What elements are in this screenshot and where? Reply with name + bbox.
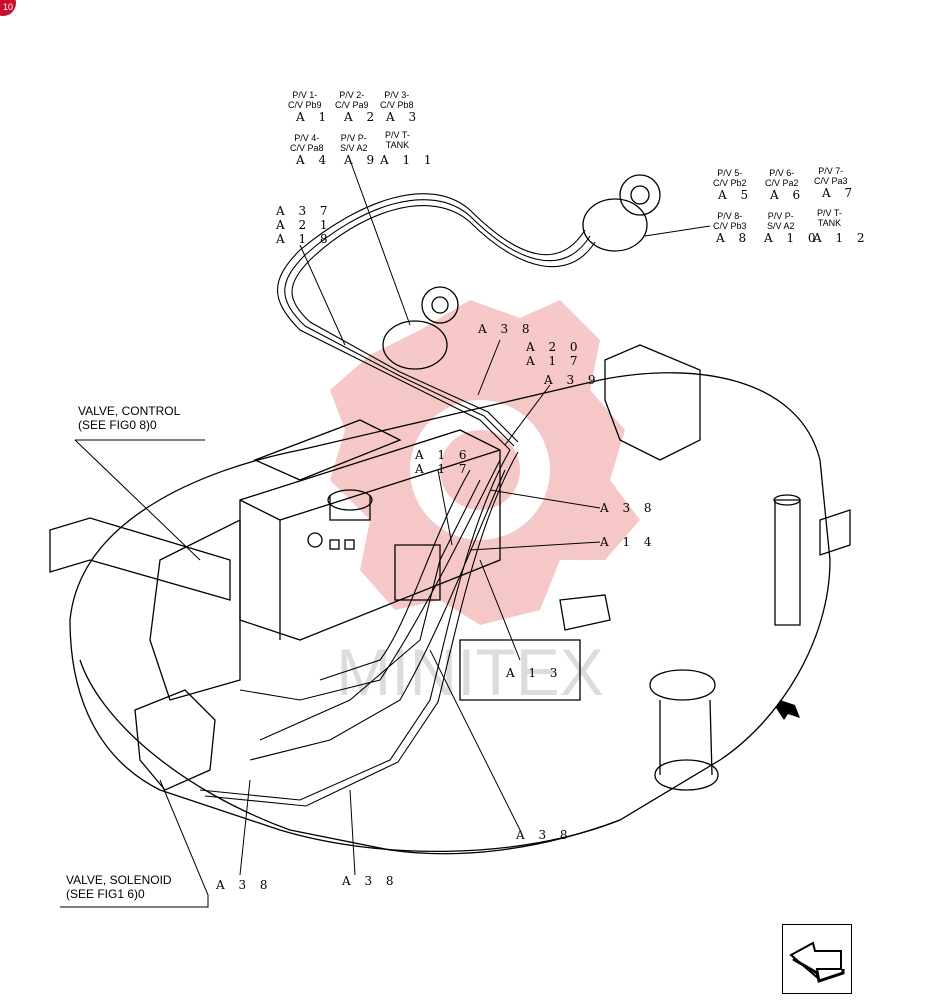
- pv-label-2: P/V 2-C/V Pa9: [335, 90, 369, 110]
- code-a7: A 7: [822, 186, 858, 200]
- control-valve-block: [149, 518, 241, 701]
- swing-pivot-lower: [654, 759, 719, 791]
- code-a21: A 2 1: [276, 218, 333, 232]
- control-valve-reference: VALVE, CONTROL (SEE FIG0 8)0: [78, 404, 181, 432]
- code-a11: A 1 1: [380, 153, 437, 167]
- pv-label-6: P/V 6-C/V Pa2: [765, 168, 799, 188]
- code-a38-center: A 3 8: [342, 874, 399, 888]
- pv-label-t1: P/V T-TANK: [385, 130, 410, 150]
- code-a9: A 9: [344, 153, 380, 167]
- solenoid-valve: [134, 689, 216, 791]
- solenoid-valve-reference: VALVE, SOLENOID (SEE FIG1 6)0: [66, 873, 172, 901]
- right-post: [774, 499, 801, 626]
- page-badge: 10: [0, 0, 16, 16]
- code-a12: A 1 2: [813, 231, 870, 245]
- code-a38-mid: A 3 8: [600, 501, 657, 515]
- hose-bundle-upper: [277, 193, 586, 451]
- code-a4: A 4: [296, 153, 332, 167]
- code-a3: A 3: [386, 110, 422, 124]
- pv-label-t2: P/V T-TANK: [817, 208, 842, 228]
- pv-label-3: P/V 3-C/V Pb8: [380, 90, 414, 110]
- pv-label-p2: P/V P-S/V A2: [767, 211, 795, 231]
- code-a17-top: A 1 7: [526, 354, 583, 368]
- pv-label-4: P/V 4-C/V Pa8: [290, 133, 324, 153]
- pv-label-p1: P/V P-S/V A2: [340, 133, 368, 153]
- code-a39: A 3 9: [544, 373, 601, 387]
- swing-pivot-upper: [649, 669, 716, 701]
- base-plate-edge: [79, 659, 621, 855]
- code-a5: A 5: [718, 188, 754, 202]
- code-a17-mid: A 1 7: [415, 462, 472, 476]
- code-a38-top: A 3 8: [478, 322, 535, 336]
- direction-arrow-icon: [776, 700, 800, 720]
- front-support: [604, 344, 701, 461]
- tank-top: [253, 419, 402, 481]
- code-a1: A 1: [296, 110, 332, 124]
- left-arm: [49, 517, 231, 601]
- watermark-gear-icon: [330, 300, 640, 625]
- pv-label-8: P/V 8-C/V Pb3: [713, 211, 747, 231]
- code-a2: A 2: [344, 110, 380, 124]
- code-a10: A 1 0: [764, 231, 821, 245]
- code-a16: A 1 6: [415, 448, 472, 462]
- code-a38-low: A 3 8: [516, 828, 573, 842]
- code-a38-left: A 3 8: [216, 878, 273, 892]
- base-plate-outline: [69, 372, 831, 853]
- hose-bundle-lower: [199, 449, 511, 801]
- code-a20: A 2 0: [526, 340, 583, 354]
- pv-label-1: P/V 1-C/V Pb9: [288, 90, 322, 110]
- code-a37: A 3 7: [276, 204, 333, 218]
- pv-label-5: P/V 5-C/V Pb2: [713, 168, 747, 188]
- code-a18: A 1 8: [276, 232, 333, 246]
- pilot-valve-right: [619, 174, 661, 216]
- code-a6: A 6: [770, 188, 806, 202]
- watermark-text: MINITEX: [336, 635, 604, 709]
- pv-label-7: P/V 7-C/V Pa3: [814, 166, 848, 186]
- next-page-button[interactable]: [782, 924, 852, 994]
- code-a13: A 1 3: [506, 666, 563, 680]
- next-page-arrow-icon: [789, 941, 845, 983]
- code-a8: A 8: [716, 231, 752, 245]
- pilot-valve-left: [421, 286, 459, 324]
- code-a14: A 1 4: [600, 535, 657, 549]
